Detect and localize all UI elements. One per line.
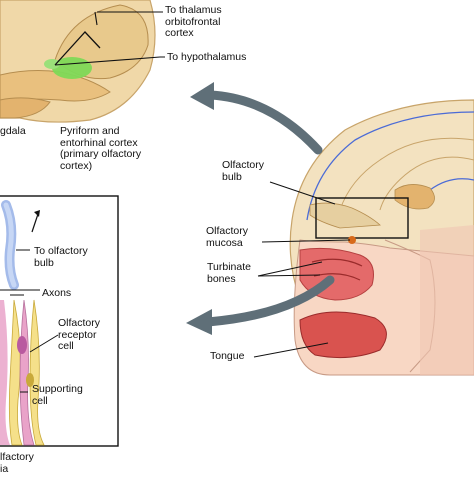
label-bottom-partial: lfactory ia xyxy=(0,451,34,475)
label-to-olfactory-bulb: To olfactory bulb xyxy=(34,245,88,269)
label-to-hypothalamus: To hypothalamus xyxy=(167,51,247,63)
label-olfactory-bulb: Olfactory bulb xyxy=(222,159,265,183)
zoom-box xyxy=(315,197,409,239)
head-cross-section xyxy=(253,99,474,376)
label-supporting-cell: Supporting cell xyxy=(32,383,83,407)
brain-cutaway-illustration xyxy=(0,0,161,123)
green-highlight xyxy=(52,57,92,79)
label-pyriform-cortex: Pyriform and entorhinal cortex (primary … xyxy=(60,125,142,172)
label-olfactory-mucosa: Olfactory mucosa xyxy=(206,225,249,249)
olfactory-epithelium-inset xyxy=(0,195,119,447)
label-to-thalamus: To thalamus orbitofrontal cortex xyxy=(165,4,222,39)
label-axons: Axons xyxy=(42,287,72,299)
label-turbinate-bones: Turbinate bones xyxy=(207,261,251,285)
label-olfactory-receptor-cell: Olfactory receptor cell xyxy=(58,317,101,352)
upper-curved-arrow xyxy=(205,90,323,155)
label-amygdala: gdala xyxy=(0,125,26,137)
label-tongue: Tongue xyxy=(210,350,245,362)
lower-curved-arrow xyxy=(203,275,335,327)
pathway-arrow-line xyxy=(54,31,101,66)
